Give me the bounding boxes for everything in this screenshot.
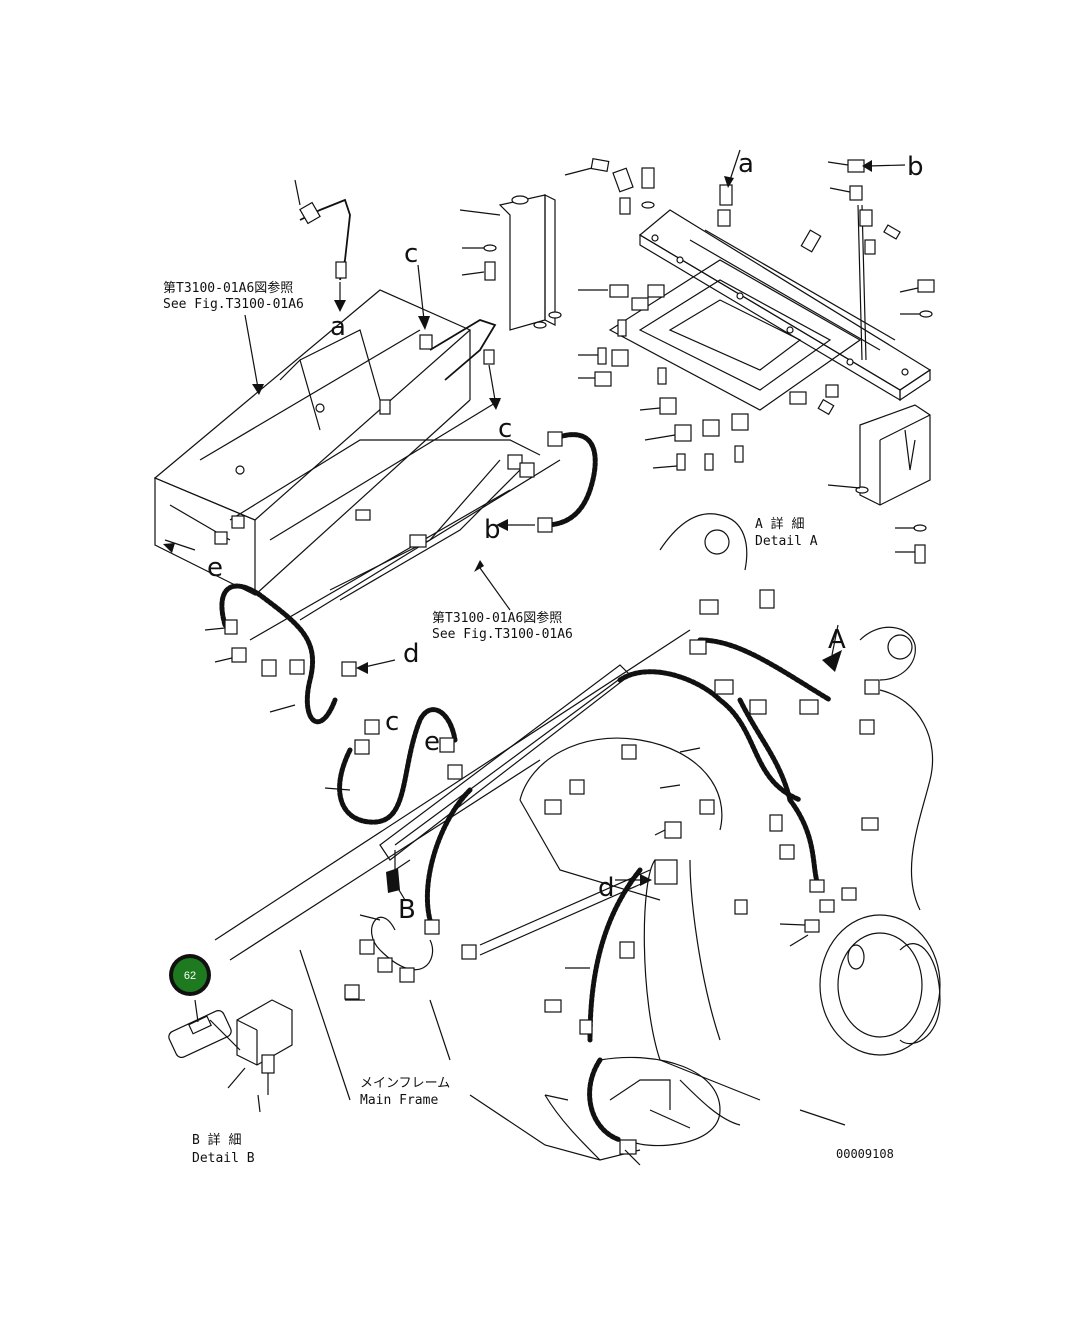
detail-b-en: Detail B: [192, 1151, 255, 1166]
arrow-b: [386, 868, 406, 901]
letter-a-left: a: [330, 312, 346, 342]
detail-a-en: Detail A: [755, 534, 818, 549]
letter-c-low: c: [385, 707, 399, 737]
callout-62[interactable]: 62: [169, 954, 211, 996]
letter-b-mid: b: [484, 515, 501, 545]
callout-number: 62: [184, 970, 196, 982]
letter-e-mid: e: [424, 727, 440, 757]
main-frame-en: Main Frame: [360, 1093, 438, 1108]
leader-lines-a: [459, 161, 920, 553]
letter-a-top: a: [738, 149, 754, 179]
hose-b: [496, 431, 598, 533]
detail-b-jp: B 詳 細: [192, 1132, 241, 1148]
harness-components: [344, 589, 880, 1155]
letter-e-left: e: [207, 553, 223, 583]
cover-assembly: [153, 289, 501, 596]
leader-lines-lower: [204, 627, 846, 1166]
hose-e: [163, 539, 396, 725]
letter-b-top: b: [907, 152, 924, 182]
bracket-left: [498, 194, 562, 331]
letter-d-low: d: [598, 873, 615, 903]
main-frame: [214, 513, 941, 1161]
pipe-c: [417, 264, 501, 410]
detail-a-jp: A 詳 細: [755, 516, 804, 532]
main-frame-jp: メインフレーム: [360, 1076, 450, 1091]
letter-c-mid: c: [498, 414, 512, 444]
detail-b-bracket: [168, 999, 293, 1113]
ref-top-jp: 第T3100-01A6図参照: [163, 280, 293, 296]
detail-a-fittings: [483, 149, 935, 471]
drawing-number: 00009108: [836, 1147, 894, 1161]
letter-markers: a a b b c c c d d e e A B: [207, 149, 924, 925]
wiring-harness: [337, 637, 833, 1147]
lower-pipes: [214, 439, 561, 641]
letter-B-arrow: B: [398, 895, 416, 925]
letter-d-mid: d: [403, 639, 420, 669]
pipe-a-top: [294, 179, 351, 312]
bracket-right: [855, 404, 931, 564]
ref-mid-en: See Fig.T3100-01A6: [432, 627, 573, 642]
ref-mid-jp: 第T3100-01A6図参照: [432, 610, 562, 626]
ref-top-en: See Fig.T3100-01A6: [163, 297, 304, 312]
detail-a-plate: [608, 209, 932, 411]
letter-A-arrow: A: [828, 625, 846, 655]
letter-c-top: c: [404, 239, 418, 269]
reference-labels: 第T3100-01A6図参照 See Fig.T3100-01A6 第T3100…: [163, 280, 894, 1166]
